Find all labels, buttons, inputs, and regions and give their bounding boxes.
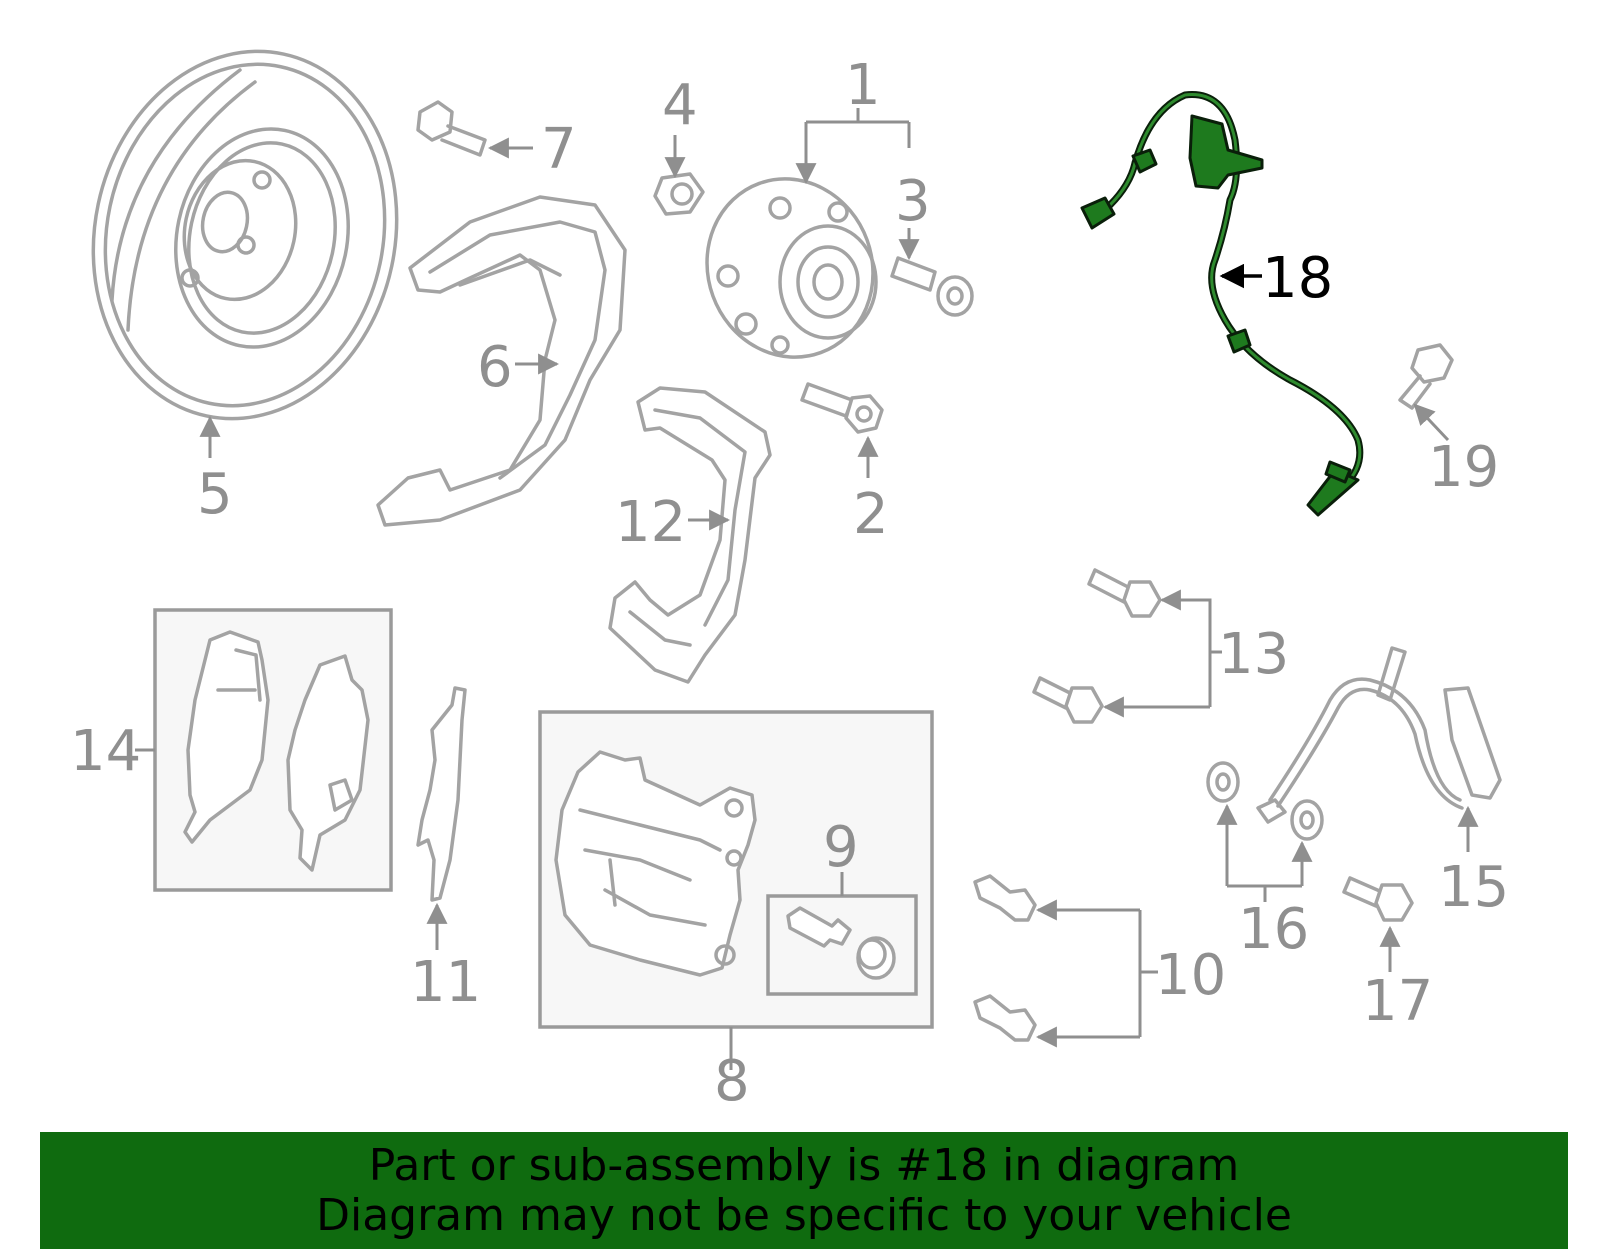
part-10-guide-bolts[interactable] [973,874,1037,1042]
part-6-dust-shield[interactable] [376,195,627,527]
callout-3: 3 [895,169,931,234]
callout-8: 8 [714,1049,750,1114]
part-8-caliper[interactable] [554,750,757,977]
callout-4: 4 [662,73,698,138]
part-9-guide-pin-kit[interactable] [786,906,896,980]
callout-5: 5 [197,462,233,527]
part-1-wheel-hub[interactable] [682,155,898,380]
part-18-abs-sensor[interactable] [1080,91,1364,517]
part-19-bolt[interactable] [1398,343,1454,410]
callout-17: 17 [1362,969,1433,1034]
part-12-caliper-bracket[interactable] [608,386,772,684]
part-13-bolts[interactable] [1032,568,1162,724]
part-16-washers[interactable] [1206,761,1324,841]
info-banner-background [40,1132,1568,1249]
part-17-bolt[interactable] [1342,876,1414,922]
part-4-nut[interactable] [653,172,705,216]
callout-9: 9 [823,815,859,880]
part-3-bolt[interactable] [890,256,974,317]
callout-7: 7 [541,117,577,182]
part-2-bolt[interactable] [800,382,884,434]
part-7-bolt[interactable] [416,100,487,157]
callout-2: 2 [853,482,889,547]
banner-line-2: Diagram may not be specific to your vehi… [316,1189,1292,1241]
info-banner: Part or sub-assembly is #18 in diagram D… [40,1132,1568,1249]
callout-14: 14 [70,719,141,784]
part-11-clip[interactable] [416,686,467,902]
leader-lines [135,108,1479,1070]
part-14-brake-pads[interactable] [183,630,370,872]
callout-16: 16 [1238,897,1309,962]
banner-line-1: Part or sub-assembly is #18 in diagram [368,1139,1240,1191]
callout-15: 15 [1438,855,1509,920]
part-5-brake-rotor[interactable] [60,23,430,447]
callout-19: 19 [1428,435,1499,500]
callout-13: 13 [1218,622,1289,687]
callout-18: 18 [1262,246,1333,311]
callouts: 1 2 3 4 5 6 7 8 9 10 11 12 13 14 15 16 1… [70,53,1509,1114]
callout-1: 1 [845,53,881,118]
callout-12: 12 [615,490,686,555]
part-15-brake-hose[interactable] [1256,646,1502,824]
callout-11: 11 [410,950,481,1015]
callout-6: 6 [477,335,513,400]
callout-10: 10 [1155,943,1226,1008]
